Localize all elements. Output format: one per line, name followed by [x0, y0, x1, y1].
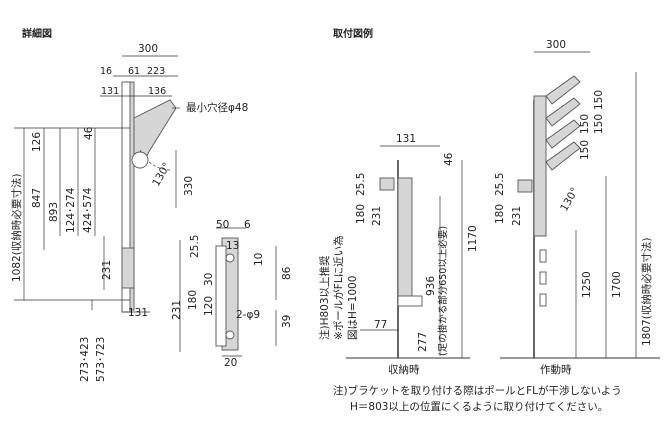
dim-126: 126	[31, 132, 43, 152]
angle-130: 130°	[150, 161, 173, 189]
storage-note-3: 図はH=1000	[347, 276, 359, 340]
storage-dim-46: 46	[443, 152, 455, 166]
dim-330: 330	[183, 176, 195, 196]
dim-25-5: 25.5	[189, 235, 201, 258]
storage-dim-25-5: 25.5	[355, 173, 367, 196]
operation-dim-231: 231	[511, 206, 523, 226]
detail-view: 300 16 61 223 131 136 最小穴径φ48 1082(収納時必要…	[10, 43, 248, 382]
dim-13: 13	[226, 240, 239, 252]
footnote-line-2: H＝803以上の位置にくるように取り付けてください。	[350, 400, 608, 413]
operation-dim-150b: 150	[593, 114, 605, 134]
operation-dim-1700: 1700	[611, 271, 623, 298]
dim-39: 39	[281, 315, 293, 328]
dim-231-bracket: 231	[171, 300, 183, 320]
operation-dim-300: 300	[546, 39, 566, 51]
bracket-side	[215, 245, 227, 347]
storage-note-1: 注)H803以上推奨	[318, 255, 331, 340]
dim-131-top: 131	[101, 86, 119, 97]
storage-dim-277: 277	[417, 332, 429, 352]
storage-foot	[397, 295, 423, 307]
pivot-circle	[131, 151, 149, 169]
min-hole-note: 最小穴径φ48	[186, 101, 248, 114]
dim-424-574: 424･574	[82, 187, 94, 233]
operation-dim-1250: 1250	[581, 271, 593, 298]
storage-dim-936: 936	[425, 276, 437, 296]
storage-dim-77: 77	[374, 319, 387, 331]
dim-273-423: 273･423	[79, 337, 91, 382]
operation-dim-1807: 1807(収納時必要寸法)	[640, 238, 653, 346]
dim-10: 10	[253, 253, 265, 266]
dim-131-bottom: 131	[128, 307, 148, 319]
operation-pole	[533, 95, 547, 237]
operation-bracket	[517, 179, 533, 193]
dim-16: 16	[100, 66, 112, 77]
operation-dim-150c: 150	[579, 114, 591, 134]
dim-847: 847	[31, 188, 43, 208]
detail-section-title: 詳細図	[22, 27, 52, 40]
operation-label: 作動時	[540, 363, 572, 376]
dim-231: 231	[101, 260, 113, 280]
swing-arc	[139, 149, 173, 171]
footnote-line-1: 注)ブラケットを取り付ける際はポールとFLが干渉しないよう	[333, 384, 622, 397]
operation-dim-150a: 150	[593, 90, 605, 110]
operation-dim-150d: 150	[579, 140, 591, 160]
dim-223: 223	[147, 66, 165, 77]
dim-180-bracket: 180	[187, 290, 199, 310]
storage-bracket	[379, 177, 395, 191]
dim-573-723: 573･723	[95, 337, 107, 382]
dim-124-274: 124･274	[65, 187, 77, 233]
dim-2-phi9: 2-φ9	[236, 309, 260, 321]
foot-shape	[121, 247, 135, 289]
storage-note-2: ※ポールがFLに近い為	[332, 235, 345, 340]
storage-dim-231: 231	[371, 206, 383, 226]
storage-dim-1170: 1170	[467, 225, 479, 252]
dim-136: 136	[148, 86, 166, 97]
dim-46: 46	[83, 126, 95, 140]
dim-300: 300	[138, 43, 158, 55]
operation-view: 300 150 150 150 150 25.5 180 231 130° 12…	[494, 39, 660, 376]
bracket-detail: 50 6 25.5 13 10 30 86 231 180 120 2-φ9 3…	[171, 219, 293, 369]
dim-1082: 1082(収納時必要寸法)	[10, 174, 23, 282]
dim-120: 120	[203, 296, 215, 316]
operation-dim-180: 180	[494, 204, 506, 224]
dim-30: 30	[203, 273, 215, 286]
storage-pole	[397, 177, 413, 305]
dim-50: 50	[216, 219, 229, 231]
storage-label: 収納時	[388, 363, 420, 376]
storage-dim-936-note: (足の掛かる部分650以上必要)	[437, 226, 449, 356]
dim-6: 6	[244, 219, 251, 231]
dim-61: 61	[128, 66, 140, 77]
storage-dim-131: 131	[396, 133, 416, 145]
operation-arms	[545, 75, 581, 171]
storage-dim-180: 180	[355, 204, 367, 224]
operation-dim-25-5: 25.5	[494, 173, 506, 196]
storage-view: 131 46 25.5 180 231 注)H803以上推奨 ※ポールがFLに近…	[318, 133, 479, 376]
dim-893: 893	[48, 202, 60, 222]
operation-angle: 130°	[558, 186, 581, 214]
example-section-title: 取付図例	[333, 27, 373, 40]
dim-86: 86	[281, 266, 293, 280]
dim-20: 20	[224, 357, 237, 369]
